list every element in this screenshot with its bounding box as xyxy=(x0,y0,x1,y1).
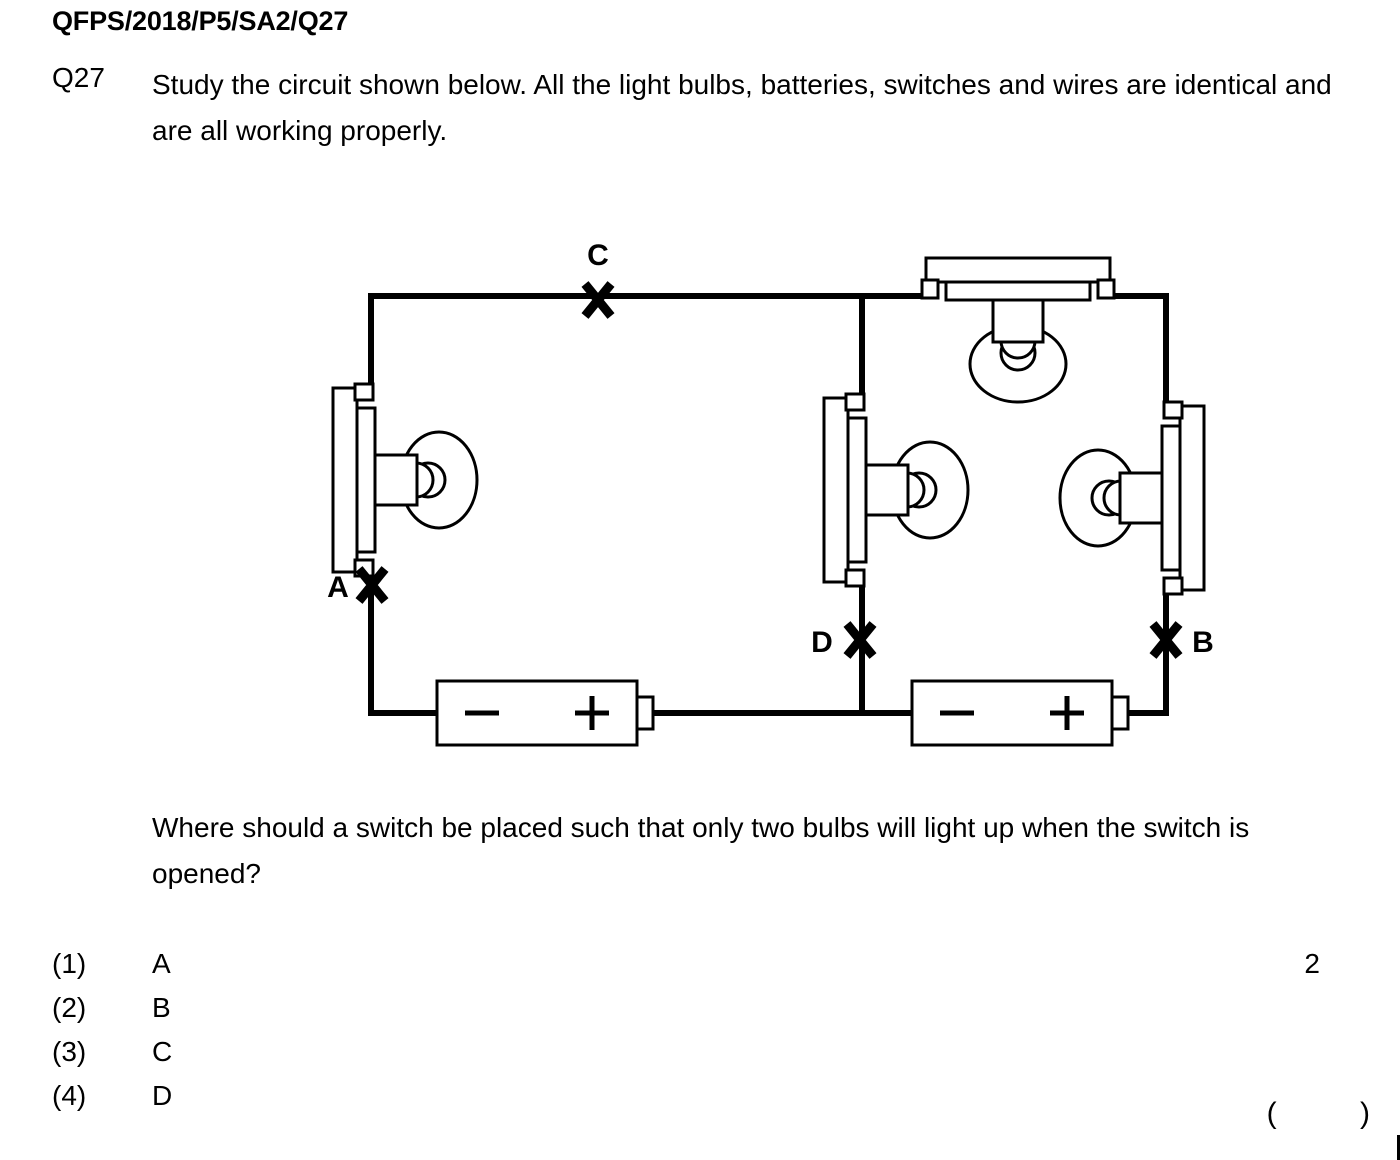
page-edge-mark xyxy=(1397,1135,1400,1160)
option-key-4: (4) xyxy=(52,1080,87,1111)
question-number: Q27 xyxy=(52,62,105,93)
marker-B: B xyxy=(1153,624,1214,659)
question-tail: Where should a switch be placed such tha… xyxy=(152,812,1250,889)
marker-label-D: D xyxy=(811,626,833,659)
marker-A: A xyxy=(327,569,385,604)
marker-label-B: B xyxy=(1192,626,1214,659)
document-code: QFPS/2018/P5/SA2/Q27 xyxy=(52,6,349,36)
marker-label-A: A xyxy=(327,571,349,604)
option-label-1: A xyxy=(152,948,171,979)
marker-label-C: C xyxy=(587,239,609,272)
option-key-3: (3) xyxy=(52,1036,87,1067)
battery-right xyxy=(910,679,1130,747)
bulb-middle xyxy=(822,392,970,588)
bulb-top-right xyxy=(920,256,1116,404)
option-row-1[interactable]: (1) A 2 xyxy=(52,948,1372,992)
circuit-wires xyxy=(368,293,1169,716)
answer-options: (1) A 2 (2) B (3) C (4) D xyxy=(52,948,1372,1124)
option-side-note-1: 2 xyxy=(1304,948,1320,979)
question-stem: Study the circuit shown below. All the l… xyxy=(152,69,1332,146)
bulb-left xyxy=(331,382,479,578)
bulb-right xyxy=(1058,400,1206,596)
option-label-4: D xyxy=(152,1080,173,1111)
battery-left xyxy=(435,679,655,747)
marker-C: C xyxy=(585,239,611,316)
option-row-2[interactable]: (2) B xyxy=(52,992,1372,1036)
answer-bracket[interactable]: ( ) xyxy=(1266,1097,1370,1130)
marker-D: D xyxy=(811,624,873,659)
option-row-4[interactable]: (4) D xyxy=(52,1080,1372,1124)
option-key-2: (2) xyxy=(52,992,87,1023)
option-row-3[interactable]: (3) C xyxy=(52,1036,1372,1080)
option-label-2: B xyxy=(152,992,171,1023)
option-label-3: C xyxy=(152,1036,173,1067)
option-key-1: (1) xyxy=(52,948,87,979)
circuit-diagram: C A D B xyxy=(0,170,1400,790)
